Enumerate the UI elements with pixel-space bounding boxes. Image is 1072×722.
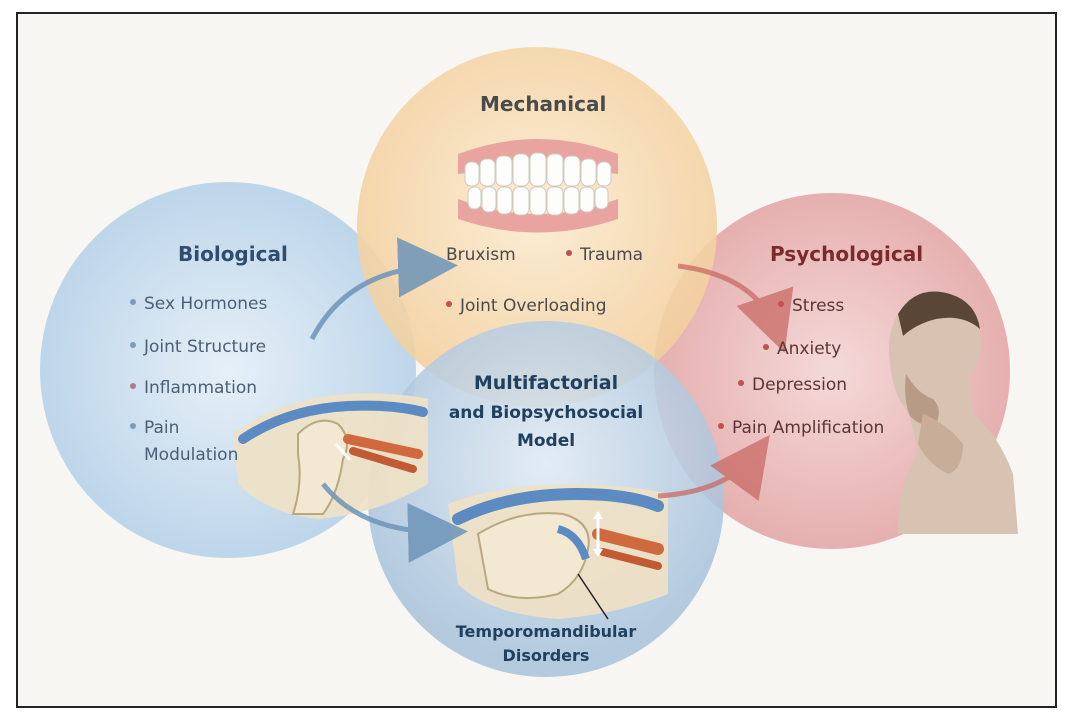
psy-item-label: Stress [792, 296, 844, 316]
diagram-frame: Mechanical Biological Psychological Brux… [16, 12, 1057, 708]
bullet-icon [130, 342, 136, 348]
bullet-icon [130, 299, 136, 305]
mech-item-trauma: Trauma [566, 245, 643, 265]
tmj-joint-illustration-center [448, 484, 668, 619]
biological-title: Biological [178, 242, 288, 266]
bullet-icon [130, 423, 136, 429]
bullet-icon [446, 301, 452, 307]
psy-item-depression: Depression [738, 375, 847, 395]
center-bottom-line2: Disorders [436, 646, 656, 665]
bio-item-label: Pain [144, 418, 179, 438]
psy-item-anxiety: Anxiety [763, 339, 841, 359]
bullet-icon [778, 301, 784, 307]
psy-item-stress: Stress [778, 296, 844, 316]
bio-item-joint-structure: Joint Structure [130, 337, 266, 357]
center-title-line1: Multifactorial [436, 372, 656, 394]
center-title-line3: Model [436, 431, 656, 451]
bullet-icon [566, 250, 572, 256]
mechanical-title: Mechanical [480, 92, 606, 116]
bullet-icon [763, 344, 769, 350]
venn-diagram [18, 14, 1055, 706]
bio-item-sex-hormones: Sex Hormones [130, 294, 267, 314]
bullet-icon [718, 423, 724, 429]
psy-item-label: Pain Amplification [732, 418, 884, 438]
psychological-title: Psychological [770, 242, 923, 266]
psy-item-label: Depression [752, 375, 847, 395]
center-bottom-line1: Temporomandibular [426, 622, 666, 641]
bio-item-label: Inflammation [144, 378, 257, 398]
bio-item-modulation: Modulation [144, 445, 238, 465]
bio-item-inflammation: Inflammation [130, 378, 257, 398]
bio-item-label: Joint Structure [144, 337, 266, 357]
mech-item-joint-overloading: Joint Overloading [446, 296, 607, 316]
mech-item-trauma-label: Trauma [580, 245, 643, 265]
bullet-icon [738, 380, 744, 386]
mech-item-bruxism: Bruxism [446, 245, 516, 265]
psy-item-label: Anxiety [777, 339, 841, 359]
bullet-icon [130, 383, 136, 389]
bio-item-pain: Pain [130, 418, 179, 438]
mech-item-joint-overloading-label: Joint Overloading [460, 296, 607, 316]
bio-item-label: Sex Hormones [144, 294, 267, 314]
psy-item-pain-amplification: Pain Amplification [718, 418, 884, 438]
center-title-line2: and Biopsychosocial [426, 403, 666, 423]
